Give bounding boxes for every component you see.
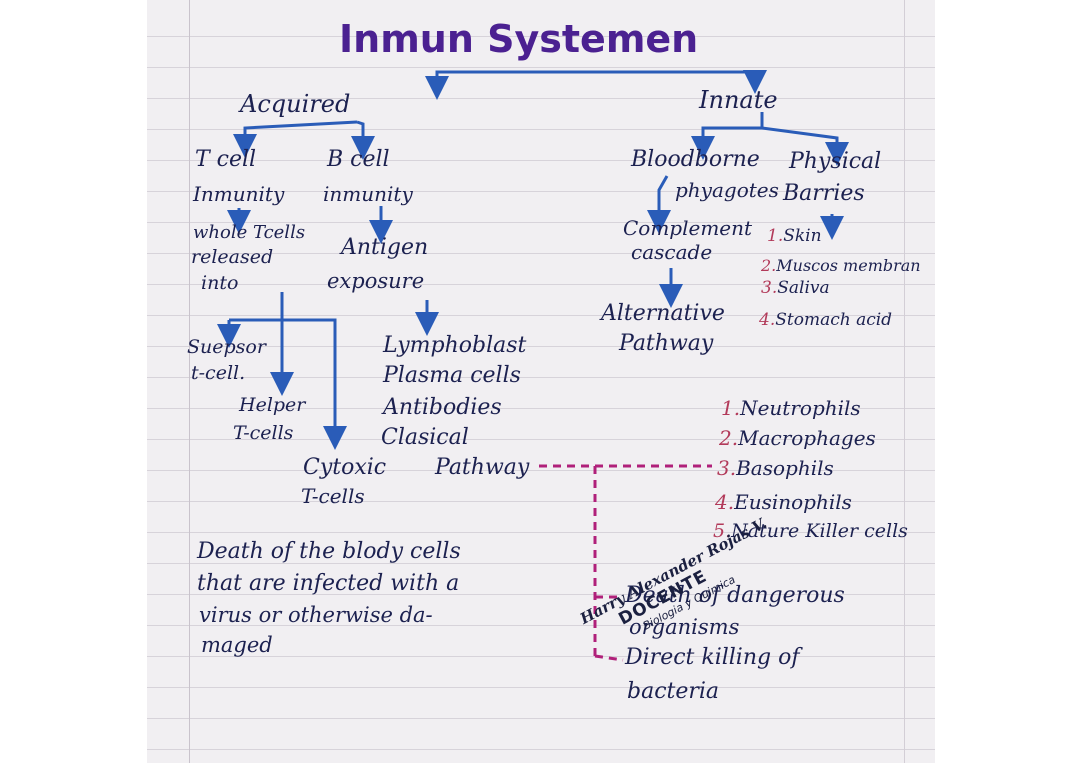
- complement-line1: Complement: [623, 216, 753, 240]
- cell-item: 4.Eusinophils: [715, 490, 852, 514]
- b-cell-line1: B cell: [327, 147, 390, 172]
- margin-line: [189, 0, 190, 763]
- cytotoxic-line2: T-cells: [301, 484, 365, 508]
- pathway-label: Pathway: [435, 455, 530, 480]
- arrow-blood-complement: [647, 175, 671, 234]
- lymphoblast-text: Lymphoblast: [383, 333, 527, 358]
- t-release-line3: into: [201, 272, 239, 294]
- margin-line-right: [904, 0, 905, 763]
- t-release-line2: released: [191, 246, 274, 268]
- outcome2-line1: Direct killing of: [625, 645, 800, 670]
- antibodies-text: Antibodies: [383, 395, 502, 420]
- cell-item: 3.Basophils: [717, 456, 834, 480]
- t-cell-line1: T cell: [195, 147, 257, 172]
- helper-line2: T-cells: [233, 422, 294, 444]
- physical-line2: Barries: [783, 181, 865, 206]
- antigen-line1: Antigen: [341, 235, 429, 260]
- plasma-cells-text: Plasma cells: [383, 363, 521, 388]
- connector-arrows: [217, 70, 849, 662]
- arrow-innate-branch: [691, 112, 764, 160]
- antigen-line2: exposure: [327, 269, 425, 293]
- helper-line1: Helper: [239, 394, 306, 416]
- barrier-item: 1.Skin: [767, 226, 822, 246]
- diagram-title: Inmun Systemen: [339, 17, 699, 61]
- cell-item: 2.Macrophages: [719, 426, 876, 450]
- bloodborne-line2: phyagotes: [675, 178, 779, 202]
- alternative-line2: Pathway: [619, 331, 714, 356]
- arrow-acquired-t: [233, 120, 358, 158]
- complement-line2: cascade: [631, 240, 713, 264]
- arrow-acquired-b: [351, 120, 375, 160]
- death-line2: that are infected with a: [197, 571, 460, 596]
- bloodborne-line1: Bloodborne: [631, 147, 760, 172]
- cell-item: 1.Neutrophils: [721, 396, 861, 420]
- barrier-item: 3.Saliva: [761, 278, 830, 298]
- suppressor-line2: t-cell.: [191, 362, 246, 384]
- barrier-item: 2.Muscos membran: [761, 256, 921, 275]
- cell-item: 5.Nature Killer cells: [713, 520, 908, 542]
- notebook-page: Inmun Systemen Acquired Innate T cell In…: [147, 0, 935, 763]
- outcome2-line2: bacteria: [627, 679, 720, 704]
- outcome1-line2: organisms: [629, 615, 740, 639]
- death-line4: maged: [201, 633, 273, 657]
- physical-line1: Physical: [789, 149, 882, 174]
- t-release-line1: whole Tcells: [193, 222, 306, 243]
- acquired-label: Acquired: [240, 90, 351, 118]
- cytotoxic-line1: Cytoxic: [303, 455, 387, 480]
- arrow-innate-physical: [761, 126, 849, 166]
- arrow-split-bar: [229, 318, 347, 450]
- t-cell-line2: Inmunity: [193, 182, 285, 206]
- clasical-text: Clasical: [381, 425, 469, 450]
- death-line3: virus or otherwise da-: [199, 603, 433, 627]
- suppressor-line1: Suepsor: [187, 336, 266, 358]
- outcome1-line1: Death of dangerous: [625, 583, 845, 608]
- dashed-outcome2: [594, 654, 624, 662]
- b-cell-line2: inmunity: [323, 182, 413, 206]
- death-line1: Death of the blody cells: [197, 539, 461, 564]
- alternative-line1: Alternative: [601, 301, 725, 326]
- innate-label: Innate: [699, 86, 778, 114]
- barrier-item: 4.Stomach acid: [759, 310, 893, 330]
